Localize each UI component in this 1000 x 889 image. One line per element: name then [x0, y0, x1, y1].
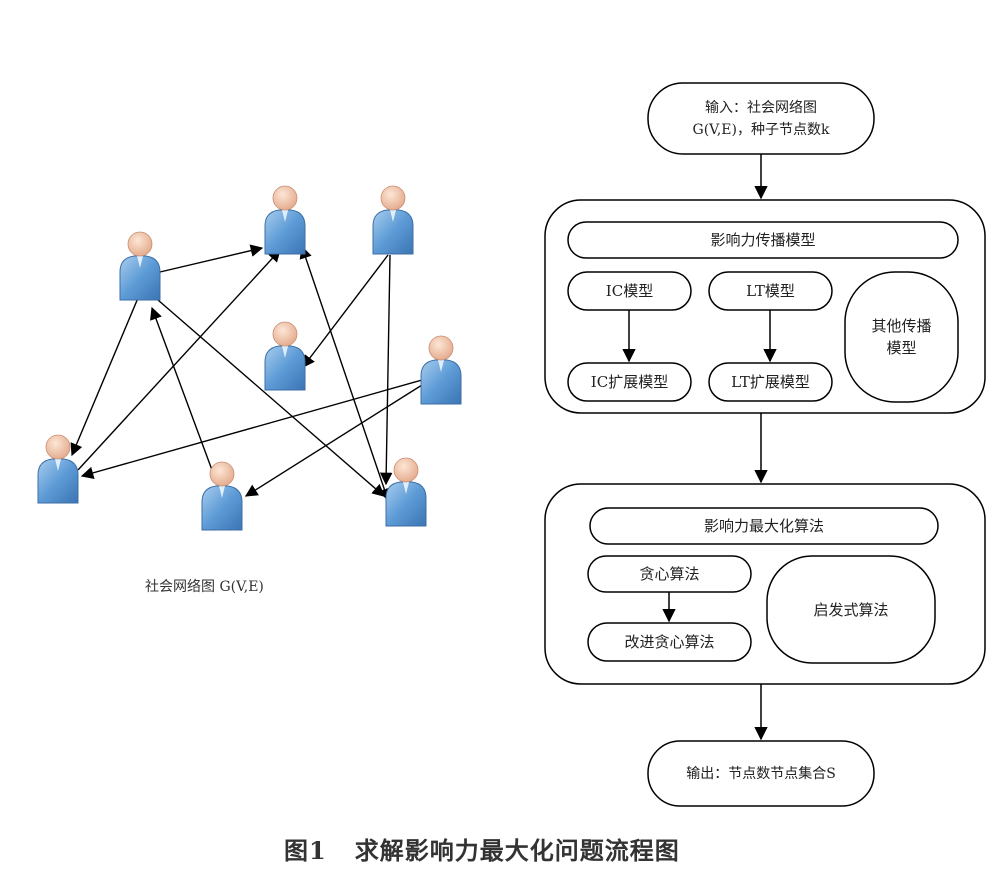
figure-title: 求解影响力最大化问题流程图 — [354, 836, 680, 865]
edge — [244, 384, 423, 497]
edge — [150, 306, 213, 471]
edge — [80, 379, 423, 479]
edge — [302, 254, 389, 369]
ic-ext-label: IC扩展模型 — [590, 373, 669, 391]
algorithms-title-node — [589, 507, 939, 545]
network-caption: 社会网络图 G(V,E) — [145, 579, 264, 595]
person-icon — [37, 434, 79, 504]
other-model-label: 其他传播 模型 — [871, 317, 932, 357]
heuristic-node — [766, 555, 936, 664]
lt-model-label: LT模型 — [746, 282, 795, 300]
output-node — [647, 740, 875, 807]
flow-arrows — [622, 154, 777, 741]
edge — [157, 299, 385, 497]
ic-model-label: IC模型 — [605, 282, 654, 300]
person-icon — [119, 231, 161, 301]
output-label: 输出：节点数节点集合S — [686, 765, 836, 782]
edge — [379, 254, 393, 486]
edge — [299, 245, 391, 502]
flowchart — [544, 82, 986, 807]
other-model-node — [844, 271, 959, 403]
edge — [70, 297, 139, 457]
edge — [159, 244, 264, 273]
person-icon — [420, 335, 462, 405]
person-icon — [385, 457, 427, 527]
algorithms-title-label: 影响力最大化算法 — [703, 517, 824, 535]
figure-number: 图1 — [284, 836, 327, 865]
ic-ext-node — [567, 362, 692, 402]
models-title-node — [567, 221, 959, 259]
edge — [77, 249, 281, 471]
lt-ext-node — [708, 362, 833, 402]
greedy-label: 贪心算法 — [639, 565, 700, 583]
lt-ext-label: LT扩展模型 — [731, 373, 810, 391]
person-icon — [201, 461, 243, 531]
heuristic-label: 启发式算法 — [813, 600, 889, 619]
person-icon — [372, 185, 414, 255]
person-icon — [264, 321, 306, 391]
improved-greedy-label: 改进贪心算法 — [624, 633, 715, 651]
improved-greedy-node — [587, 622, 752, 662]
input-label: 输入：社会网络图 G(V,E)，种子节点数k — [692, 99, 830, 138]
models-title-label: 影响力传播模型 — [710, 231, 816, 249]
figure-caption: 图1 求解影响力最大化问题流程图 — [284, 831, 680, 866]
network-edges — [70, 244, 423, 502]
network-nodes — [37, 185, 462, 531]
person-icon — [264, 185, 306, 255]
